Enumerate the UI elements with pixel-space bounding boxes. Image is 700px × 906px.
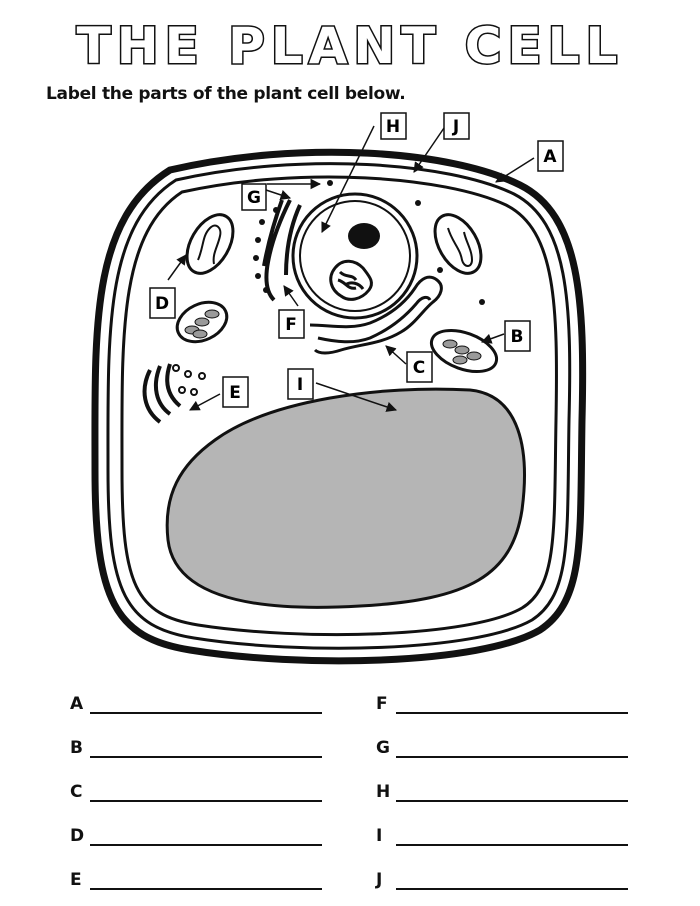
answer-letter: A xyxy=(70,694,84,714)
svg-text:G: G xyxy=(247,188,261,208)
endoplasmic-reticulum xyxy=(309,275,443,355)
answer-line[interactable] xyxy=(396,736,628,758)
cell-membrane xyxy=(120,175,558,637)
answer-line[interactable] xyxy=(396,780,628,802)
answer-letter: G xyxy=(376,738,390,758)
label-box-G: G xyxy=(241,183,267,211)
svg-text:D: D xyxy=(155,294,169,314)
label-box-C: C xyxy=(406,351,433,383)
answer-F[interactable]: F xyxy=(376,688,628,714)
cell-wall-inner xyxy=(106,162,572,650)
svg-text:J: J xyxy=(452,117,459,137)
arrow-I xyxy=(315,382,397,412)
arrow-J xyxy=(413,127,445,173)
arrow-B xyxy=(481,333,505,344)
svg-text:B: B xyxy=(511,327,524,347)
label-box-J: J xyxy=(443,112,470,140)
arrow-E xyxy=(189,393,221,411)
label-box-D: D xyxy=(149,287,176,319)
answer-A[interactable]: A xyxy=(70,688,322,714)
answer-line[interactable] xyxy=(90,692,322,714)
answer-B[interactable]: B xyxy=(70,732,322,758)
arrow-D xyxy=(167,254,187,281)
label-box-F: F xyxy=(278,309,305,339)
mitochondrion-left xyxy=(185,213,235,275)
answer-letter: J xyxy=(376,870,383,890)
arrow-H xyxy=(321,125,375,233)
answer-I[interactable]: I xyxy=(376,820,628,846)
answer-H[interactable]: H xyxy=(376,776,628,802)
title-text: THE PLANT CELL xyxy=(77,17,624,75)
svg-text:C: C xyxy=(413,358,425,378)
answer-letter: D xyxy=(70,826,85,846)
chloroplast-right xyxy=(429,328,499,374)
answer-letter: E xyxy=(70,870,82,890)
label-box-E: E xyxy=(222,376,249,408)
answer-letter: F xyxy=(376,694,388,714)
chloroplast-left xyxy=(175,300,229,344)
answer-line[interactable] xyxy=(90,736,322,758)
label-box-I: I xyxy=(287,368,314,400)
golgi-body xyxy=(142,363,182,424)
label-box-B: B xyxy=(504,320,531,352)
svg-text:I: I xyxy=(297,375,303,395)
svg-text:F: F xyxy=(285,315,297,335)
arrow-C xyxy=(385,345,407,365)
answer-section: A B C D E F G H I J xyxy=(0,680,700,900)
chromatin xyxy=(329,259,373,301)
arrow-G2 xyxy=(265,189,291,200)
arrow-F xyxy=(283,285,299,307)
nucleus-outer xyxy=(291,192,419,320)
answer-J[interactable]: J xyxy=(376,864,628,890)
answer-line[interactable] xyxy=(90,824,322,846)
worksheet-title: THE PLANT CELL xyxy=(0,8,700,78)
answer-line[interactable] xyxy=(396,824,628,846)
svg-text:E: E xyxy=(229,383,241,403)
answer-line[interactable] xyxy=(396,868,628,890)
nucleus-inner xyxy=(299,200,411,312)
answer-line[interactable] xyxy=(90,868,322,890)
answer-C[interactable]: C xyxy=(70,776,322,802)
label-box-H: H xyxy=(380,112,407,140)
instructions-text: Label the parts of the plant cell below. xyxy=(46,84,406,104)
svg-text:A: A xyxy=(543,147,557,167)
answer-letter: C xyxy=(70,782,83,802)
answer-letter: H xyxy=(376,782,391,802)
answer-line[interactable] xyxy=(90,780,322,802)
answer-G[interactable]: G xyxy=(376,732,628,758)
nucleolus xyxy=(348,223,380,249)
arrow-A xyxy=(495,157,535,183)
mitochondrion-right xyxy=(433,213,483,275)
answer-E[interactable]: E xyxy=(70,864,322,890)
answer-letter: B xyxy=(70,738,83,758)
answer-letter: I xyxy=(376,826,383,846)
label-box-A: A xyxy=(537,140,564,172)
svg-text:H: H xyxy=(386,117,400,137)
vacuole xyxy=(165,387,526,609)
answer-line[interactable] xyxy=(396,692,628,714)
rough-er xyxy=(262,199,302,302)
cell-wall-outer xyxy=(91,148,587,665)
answer-D[interactable]: D xyxy=(70,820,322,846)
